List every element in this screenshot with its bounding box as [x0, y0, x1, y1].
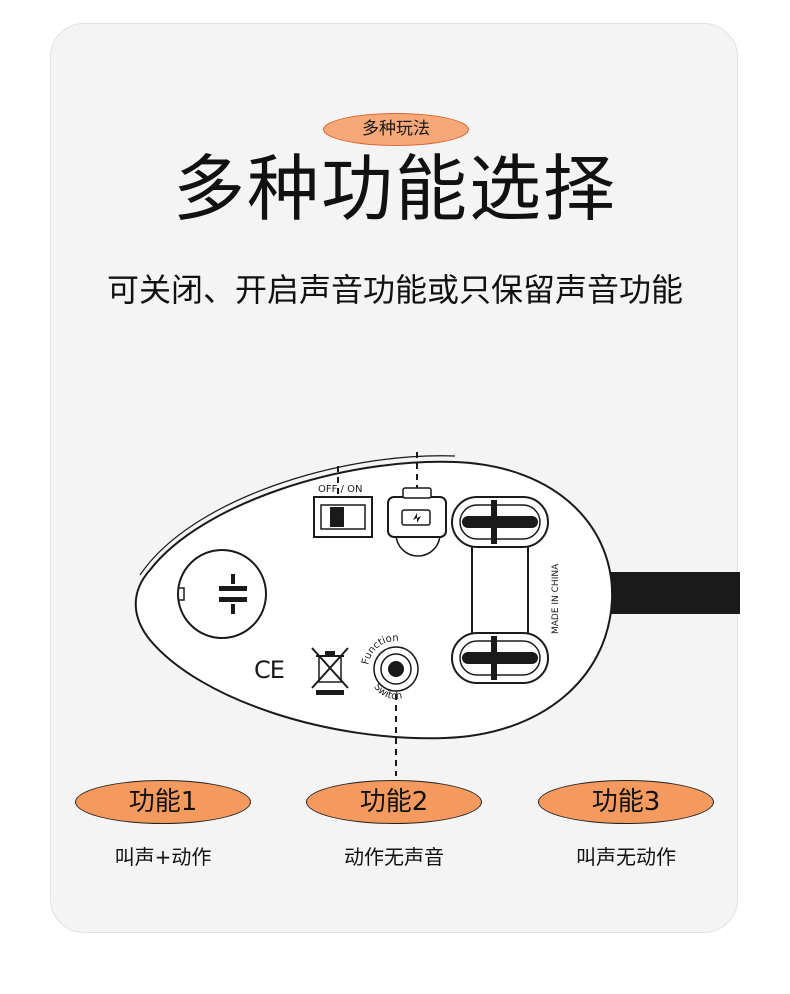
wheel-axle: [451, 496, 549, 684]
weee-bin-icon: [311, 647, 349, 695]
wheel-bottom: [451, 632, 549, 684]
page-subtitle: 可关闭、开启声音功能或只保留声音功能: [106, 271, 683, 309]
charging-port: [387, 487, 447, 557]
wheel-top: [451, 496, 549, 548]
function-1-pill: 功能1: [75, 780, 251, 824]
function-1-desc: 叫声+动作: [114, 845, 212, 869]
function-3-desc: 叫声无动作: [576, 845, 676, 869]
section-tag: 多种玩法: [323, 113, 469, 146]
ce-mark: CE: [254, 656, 284, 684]
power-switch[interactable]: OFF / ON: [313, 484, 373, 538]
page-title: 多种功能选择: [172, 147, 617, 231]
function-2-desc: 动作无声音: [344, 845, 444, 869]
device-body-edge: [139, 455, 456, 576]
function-3-pill: 功能3: [538, 780, 714, 824]
power-switch-label: OFF / ON: [318, 484, 362, 495]
battery-symbol-icon: [219, 574, 247, 614]
charging-icon: [401, 509, 431, 526]
battery-cover: [177, 549, 267, 639]
made-in-label: MADE IN CHINA: [551, 563, 561, 634]
function-2-pill: 功能2: [306, 780, 482, 824]
